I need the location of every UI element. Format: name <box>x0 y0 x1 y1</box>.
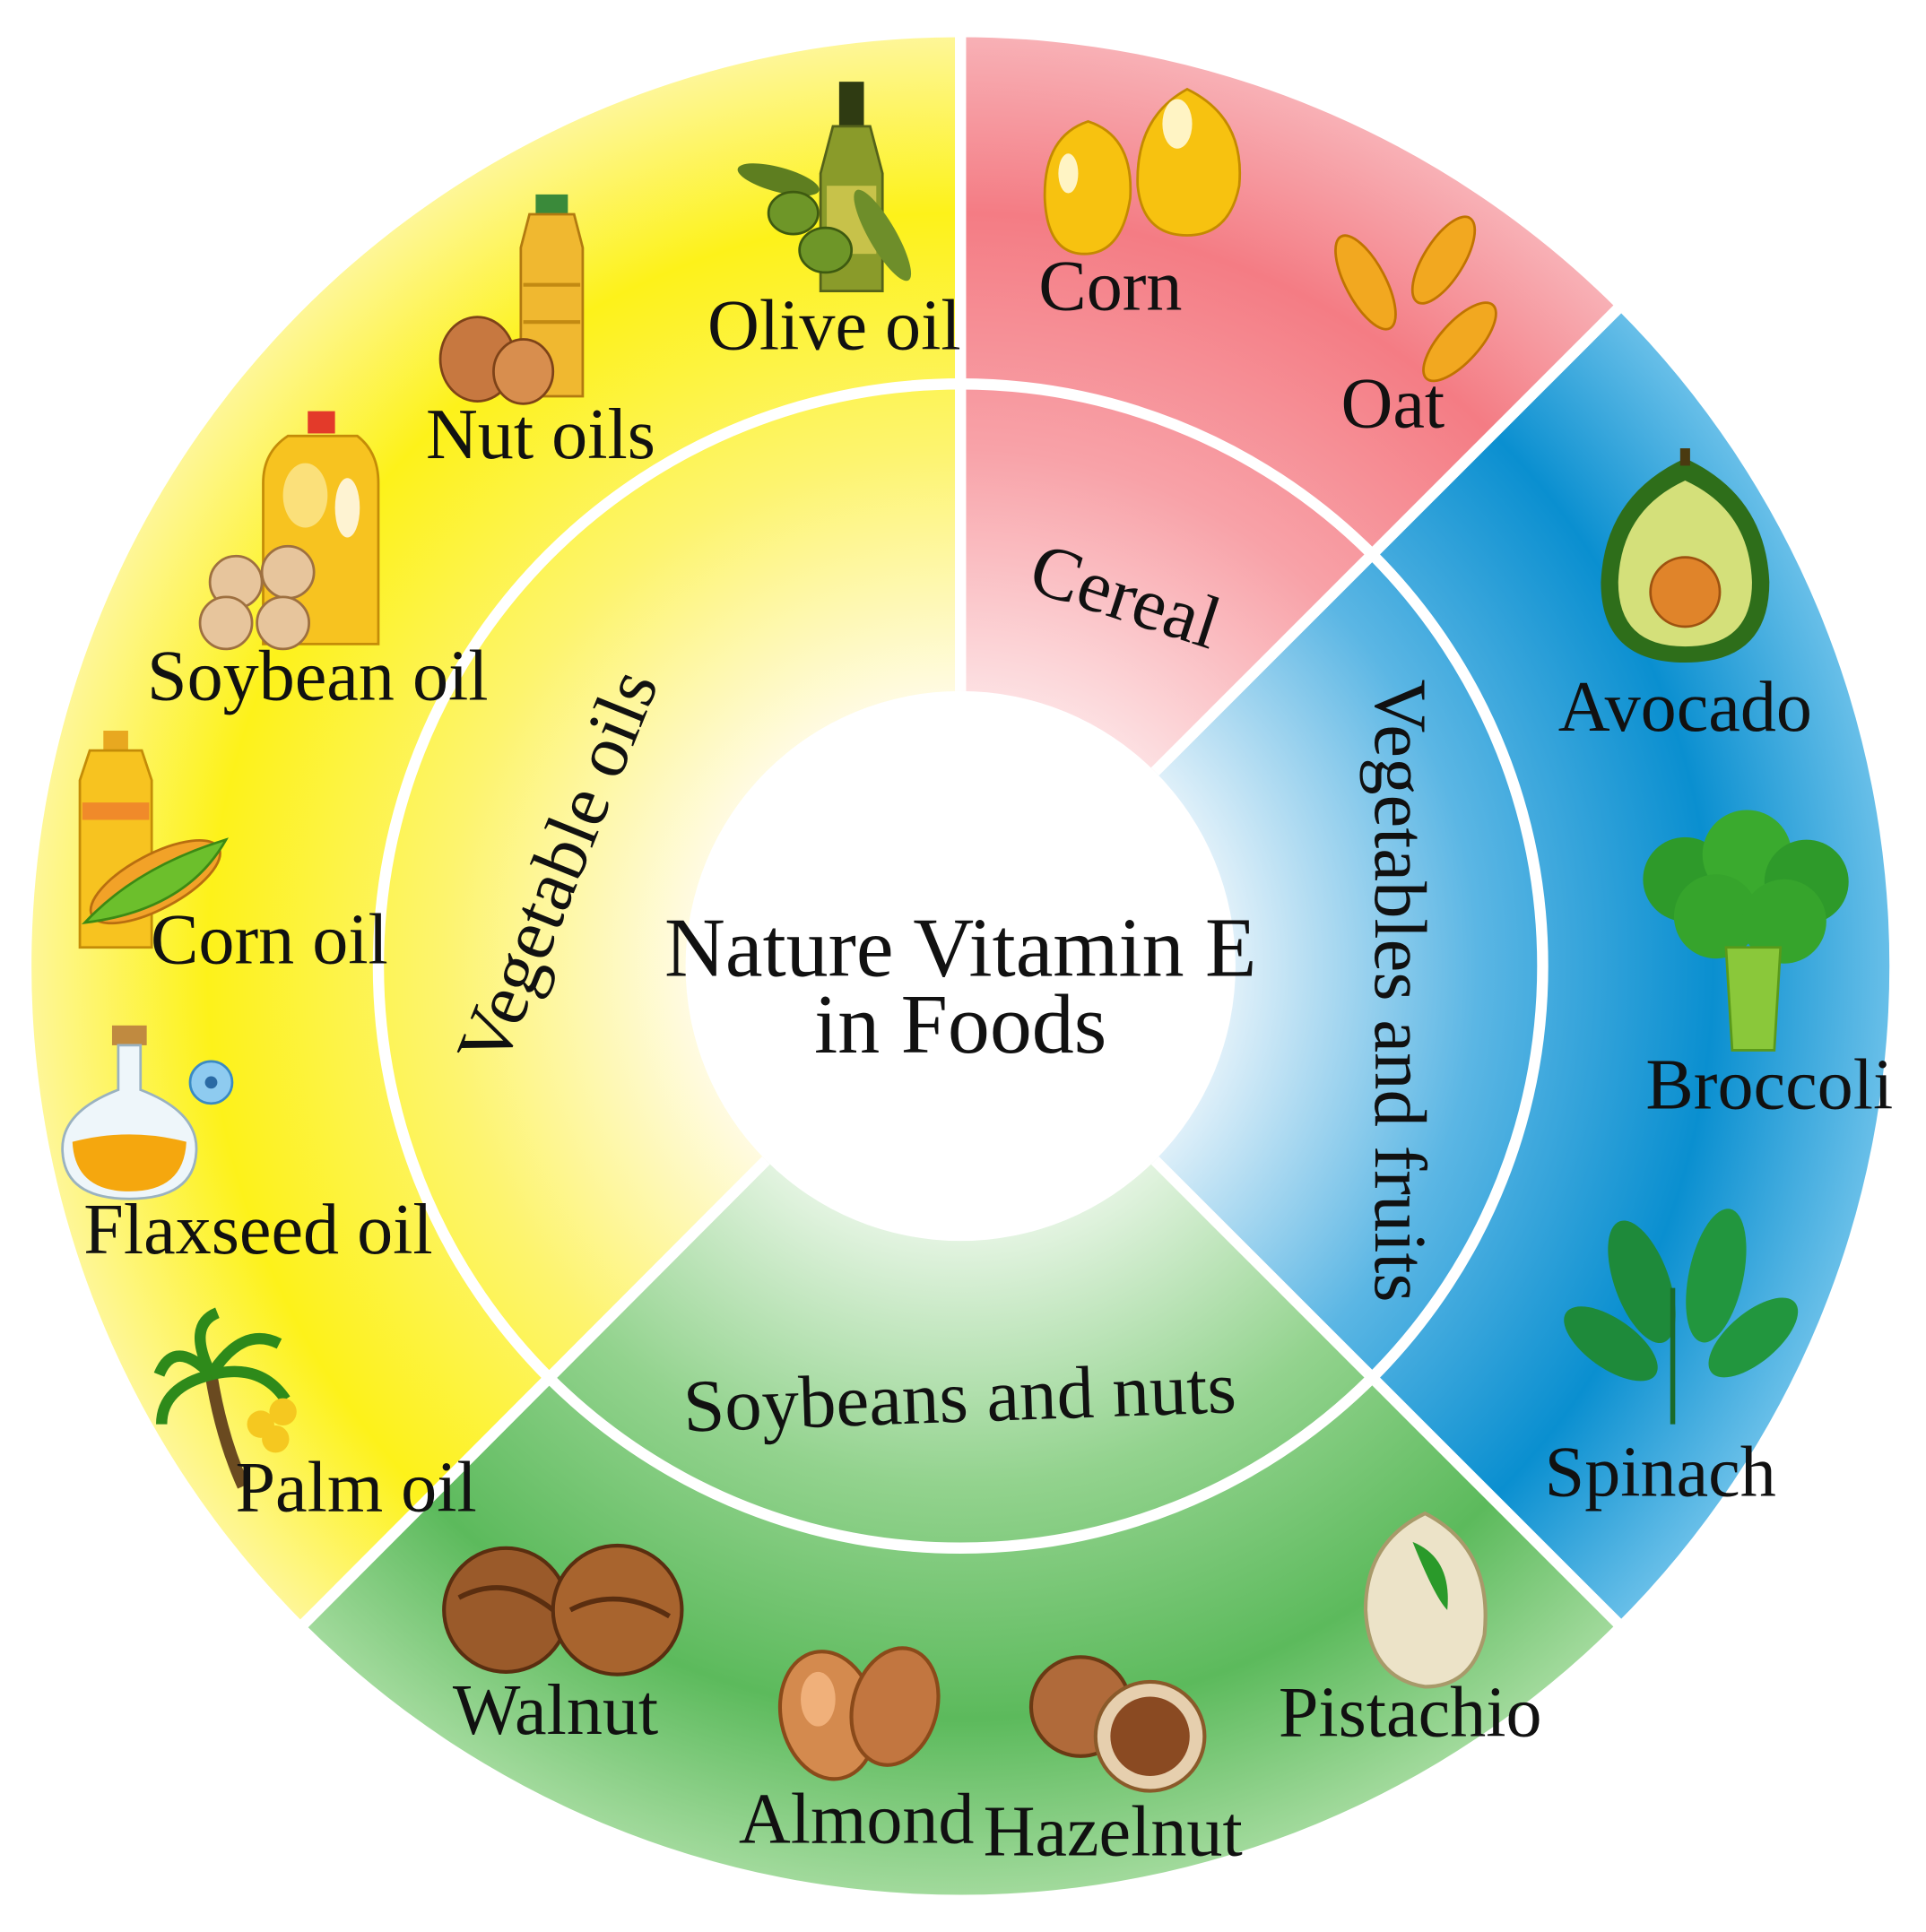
item-label-palm-oil: Palm oil <box>235 1448 476 1527</box>
almond-icon <box>777 1646 941 1781</box>
item-label-corn-oil: Corn oil <box>151 901 388 980</box>
pistachio-icon <box>1363 1511 1488 1689</box>
spinach-icon <box>1564 1209 1799 1425</box>
center-circle <box>685 690 1236 1242</box>
item-label-hazelnut: Hazelnut <box>984 1792 1243 1871</box>
palm-tree-icon <box>153 1307 297 1489</box>
corn-kernel-icon <box>1043 87 1242 256</box>
item-label-flaxseed-oil: Flaxseed oil <box>83 1191 432 1269</box>
item-label-spinach: Spinach <box>1545 1434 1776 1512</box>
item-label-walnut: Walnut <box>453 1671 658 1750</box>
category-label-vegetables-fruits: Vegetables and fruits <box>1359 680 1442 1303</box>
item-label-nut-oils: Nut oils <box>426 395 655 474</box>
hazelnut-icon <box>1028 1655 1207 1793</box>
item-label-almond: Almond <box>739 1780 975 1859</box>
center-title-line2: in Foods <box>814 978 1106 1071</box>
walnut-icon <box>442 1543 684 1676</box>
corn-oil-bottle-icon <box>78 731 229 949</box>
divider-lower-left <box>291 1156 770 1637</box>
broccoli-icon <box>1643 810 1849 1052</box>
center-title-line1: Nature Vitamin E <box>664 902 1256 995</box>
item-label-oat: Oat <box>1341 365 1445 444</box>
divider-lower-right <box>1150 1156 1630 1635</box>
nut-oil-bottle-icon <box>438 194 585 405</box>
olive-oil-bottle-icon <box>737 82 912 293</box>
oat-grain-icon <box>1334 215 1497 383</box>
flaxseed-oil-flask-icon <box>61 1025 234 1200</box>
avocado-icon <box>1601 448 1770 663</box>
item-label-broccoli: Broccoli <box>1645 1045 1893 1124</box>
item-label-avocado: Avocado <box>1558 668 1812 747</box>
soybean-oil-jug-icon <box>198 411 380 651</box>
category-label-soybeans-nuts: Soybeans and nuts <box>681 1346 1237 1447</box>
item-label-corn: Corn <box>1038 247 1182 325</box>
wheel-dividers <box>291 24 1630 1637</box>
divider-upper-right <box>1150 297 1630 776</box>
item-label-soybean-oil: Soybean oil <box>147 637 488 715</box>
item-label-pistachio: Pistachio <box>1279 1674 1542 1753</box>
item-label-olive-oil: Olive oil <box>707 287 961 366</box>
